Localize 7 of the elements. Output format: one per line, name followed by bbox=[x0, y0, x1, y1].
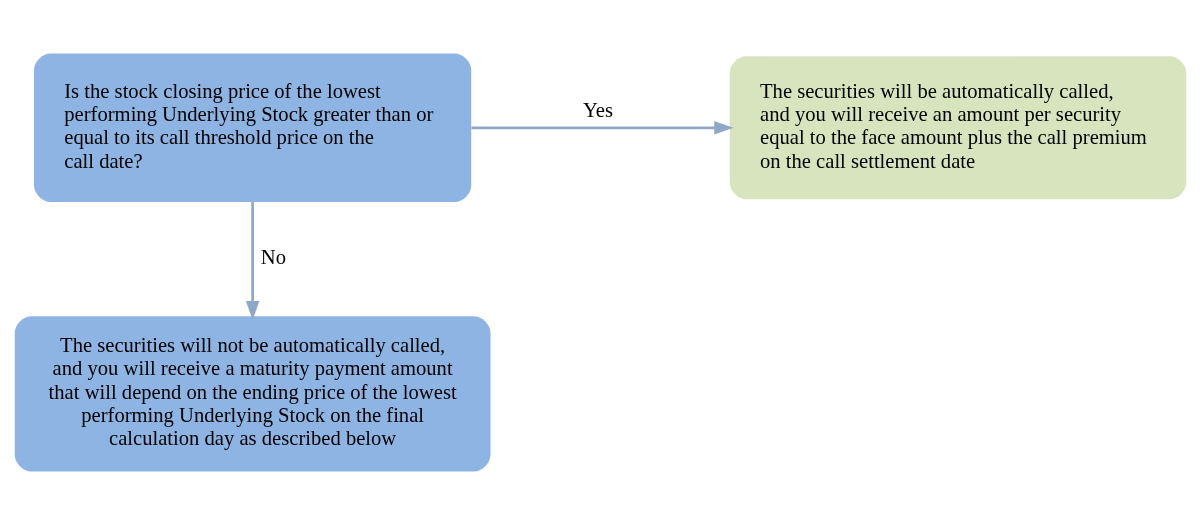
edge-label: Yes bbox=[582, 98, 613, 121]
node-box: Is the stock closing price of the lowest performing Underlying Stock greater than or equal to its call threshold price on the call date? bbox=[34, 53, 472, 202]
edge-label: No bbox=[260, 245, 287, 268]
arrow bbox=[471, 121, 734, 135]
node-box: The securities will not be automatically called, and you will receive a maturity payment amount that will depend on the ending price of the lowest performing Underlying Stock on the final calculation day as described below bbox=[14, 316, 491, 472]
node-box: The securities will be automatically called, and you will receive an amount per security equal to the face amount plus the call premium on the call settlement date bbox=[729, 56, 1187, 200]
arrow bbox=[245, 202, 260, 321]
